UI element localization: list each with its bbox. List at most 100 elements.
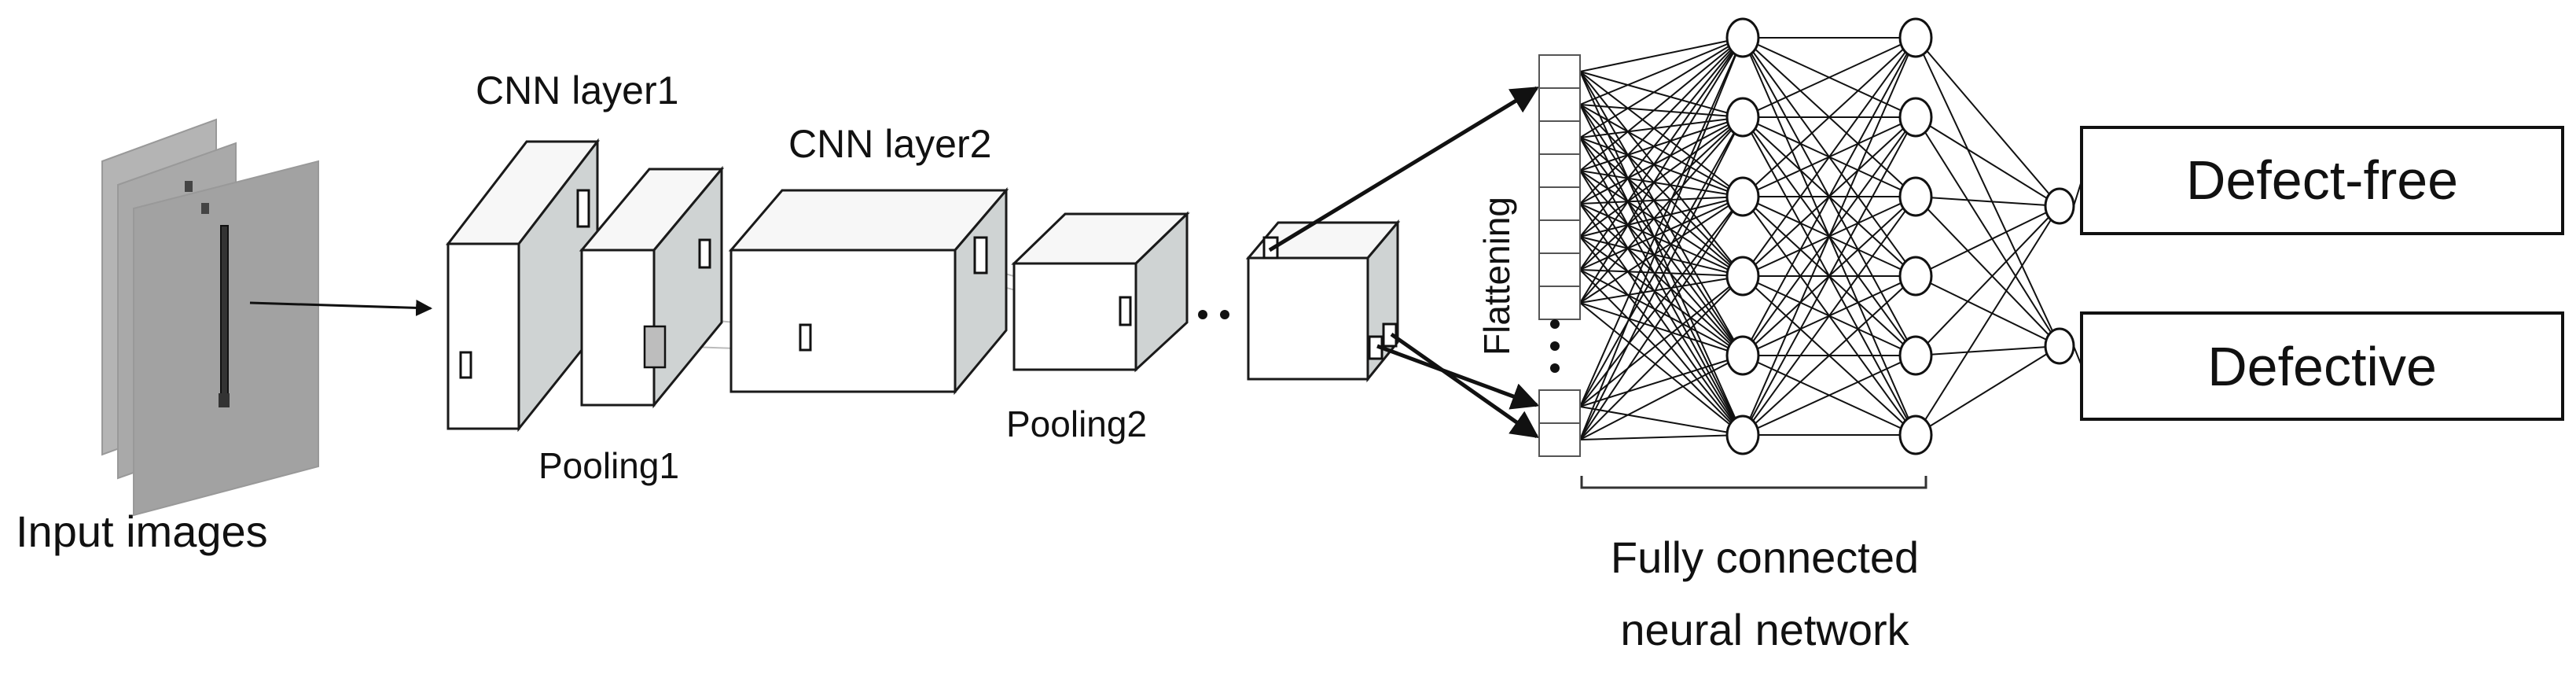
flatten-unit <box>1538 252 1581 287</box>
fc-edge <box>1915 196 2060 207</box>
fc-edge <box>1742 37 1916 436</box>
fc-edge <box>1915 37 2060 347</box>
fc-edge <box>1579 275 1744 304</box>
flatten-unit <box>1538 422 1581 457</box>
pooling2-block <box>1011 211 1190 373</box>
fc-edge <box>1579 269 1744 356</box>
fc-edge <box>1579 104 1744 197</box>
output-box-defect-free: Defect-free <box>2080 126 2564 235</box>
fc-edge <box>1579 116 1744 304</box>
output-node <box>2044 327 2075 365</box>
fc-edge <box>1579 116 1744 440</box>
fc-edge <box>1579 236 1744 436</box>
fc-edge <box>1915 196 2060 347</box>
pooling1-block <box>579 165 725 409</box>
fc-edge <box>1579 434 1744 440</box>
fc-edge <box>1579 275 1744 440</box>
fc-edge <box>1742 37 1916 356</box>
fc-connections <box>1579 37 2082 440</box>
fc-edge <box>1579 116 1744 271</box>
fc-edge <box>1742 37 1916 277</box>
fc-edge <box>1915 205 2060 277</box>
fc-edge <box>1579 37 1744 238</box>
fc-edge <box>1579 37 1744 407</box>
output-box-defective: Defective <box>2080 311 2564 421</box>
fc-edge <box>1579 302 1744 356</box>
flatten-unit <box>1538 54 1581 89</box>
fc-edge <box>1579 196 1744 304</box>
fc-edge <box>1579 71 1744 356</box>
flatten-arrow-top <box>1268 86 1539 252</box>
flatten-unit <box>1538 286 1581 320</box>
hidden-node <box>1898 17 1933 58</box>
hidden-node <box>1898 97 1933 138</box>
fc-edge <box>1579 37 1744 440</box>
fc-edge <box>1742 196 1916 436</box>
ellipsis-dots <box>1198 310 1229 319</box>
input-arrow <box>249 299 433 316</box>
hidden-node <box>1898 176 1933 217</box>
fc-edge <box>1579 196 1744 440</box>
fc-edge <box>1579 236 1744 356</box>
fc-edge <box>1579 104 1744 118</box>
cnn-layer1-block <box>445 138 601 433</box>
flatten-unit <box>1538 153 1581 188</box>
fc-edge <box>1579 37 1744 171</box>
fc-edge <box>1742 275 1916 436</box>
fc-edge <box>1579 37 1744 105</box>
hidden-node <box>1725 176 1760 217</box>
fc-edge <box>1579 302 1744 436</box>
fc-edge <box>1915 116 2060 347</box>
fc-edge <box>1579 37 1744 72</box>
hidden-node <box>1725 256 1760 297</box>
hidden-node <box>1725 17 1760 58</box>
hidden-node <box>1725 335 1760 376</box>
output-label-defective: Defective <box>2207 336 2437 397</box>
input-images-label: Input images <box>16 507 268 556</box>
fc-edge <box>1579 104 1744 356</box>
fc-edge <box>1579 355 1744 440</box>
hidden-node <box>1725 97 1760 138</box>
fc-label-line1: Fully connected <box>1611 532 1919 582</box>
fc-edge <box>1915 345 2060 356</box>
fc-nodes <box>1725 17 2075 455</box>
hidden-node <box>1725 415 1760 455</box>
cnn-layer2-block <box>728 186 1009 396</box>
flatten-unit <box>1538 87 1581 122</box>
hidden-node <box>1898 335 1933 376</box>
flatten-vertical-dots <box>1550 319 1560 373</box>
fc-edge <box>1579 104 1744 277</box>
fc-edge <box>1579 137 1744 356</box>
fc-edge <box>1915 345 2060 436</box>
fc-edge <box>1742 355 1916 436</box>
flatten-unit <box>1538 120 1581 155</box>
fc-edge <box>1915 205 2060 356</box>
fc-edge <box>1915 116 2060 207</box>
fc-edge <box>1579 116 1744 407</box>
fc-edge <box>1579 71 1744 197</box>
output-node <box>2044 187 2075 225</box>
fc-edge <box>1579 116 1744 238</box>
hidden-node <box>1898 415 1933 455</box>
flatten-arrow-bottom <box>1390 332 1539 439</box>
fc-edge <box>1579 137 1744 436</box>
final-feature-block <box>1245 219 1401 383</box>
fc-edge <box>1579 269 1744 436</box>
flatten-arrow-mid <box>1376 344 1540 410</box>
fc-edge <box>1579 37 1744 138</box>
flatten-unit <box>1538 186 1581 221</box>
hidden-node <box>1898 256 1933 297</box>
input-image-stack <box>101 118 319 517</box>
fc-edge <box>1579 37 1744 205</box>
flattening-label: Flattening <box>1476 197 1517 356</box>
fc-label-line2: neural network <box>1620 605 1909 654</box>
fc-edge <box>1742 37 1916 197</box>
fc-edge <box>1579 71 1744 277</box>
fc-edge <box>1579 71 1744 118</box>
pooling2-label: Pooling2 <box>1006 403 1147 444</box>
cnn-layer2-label: CNN layer2 <box>788 122 991 166</box>
output-label-defect-free: Defect-free <box>2186 149 2458 211</box>
fc-edge <box>1579 116 1744 138</box>
fc-edge <box>1579 137 1744 277</box>
